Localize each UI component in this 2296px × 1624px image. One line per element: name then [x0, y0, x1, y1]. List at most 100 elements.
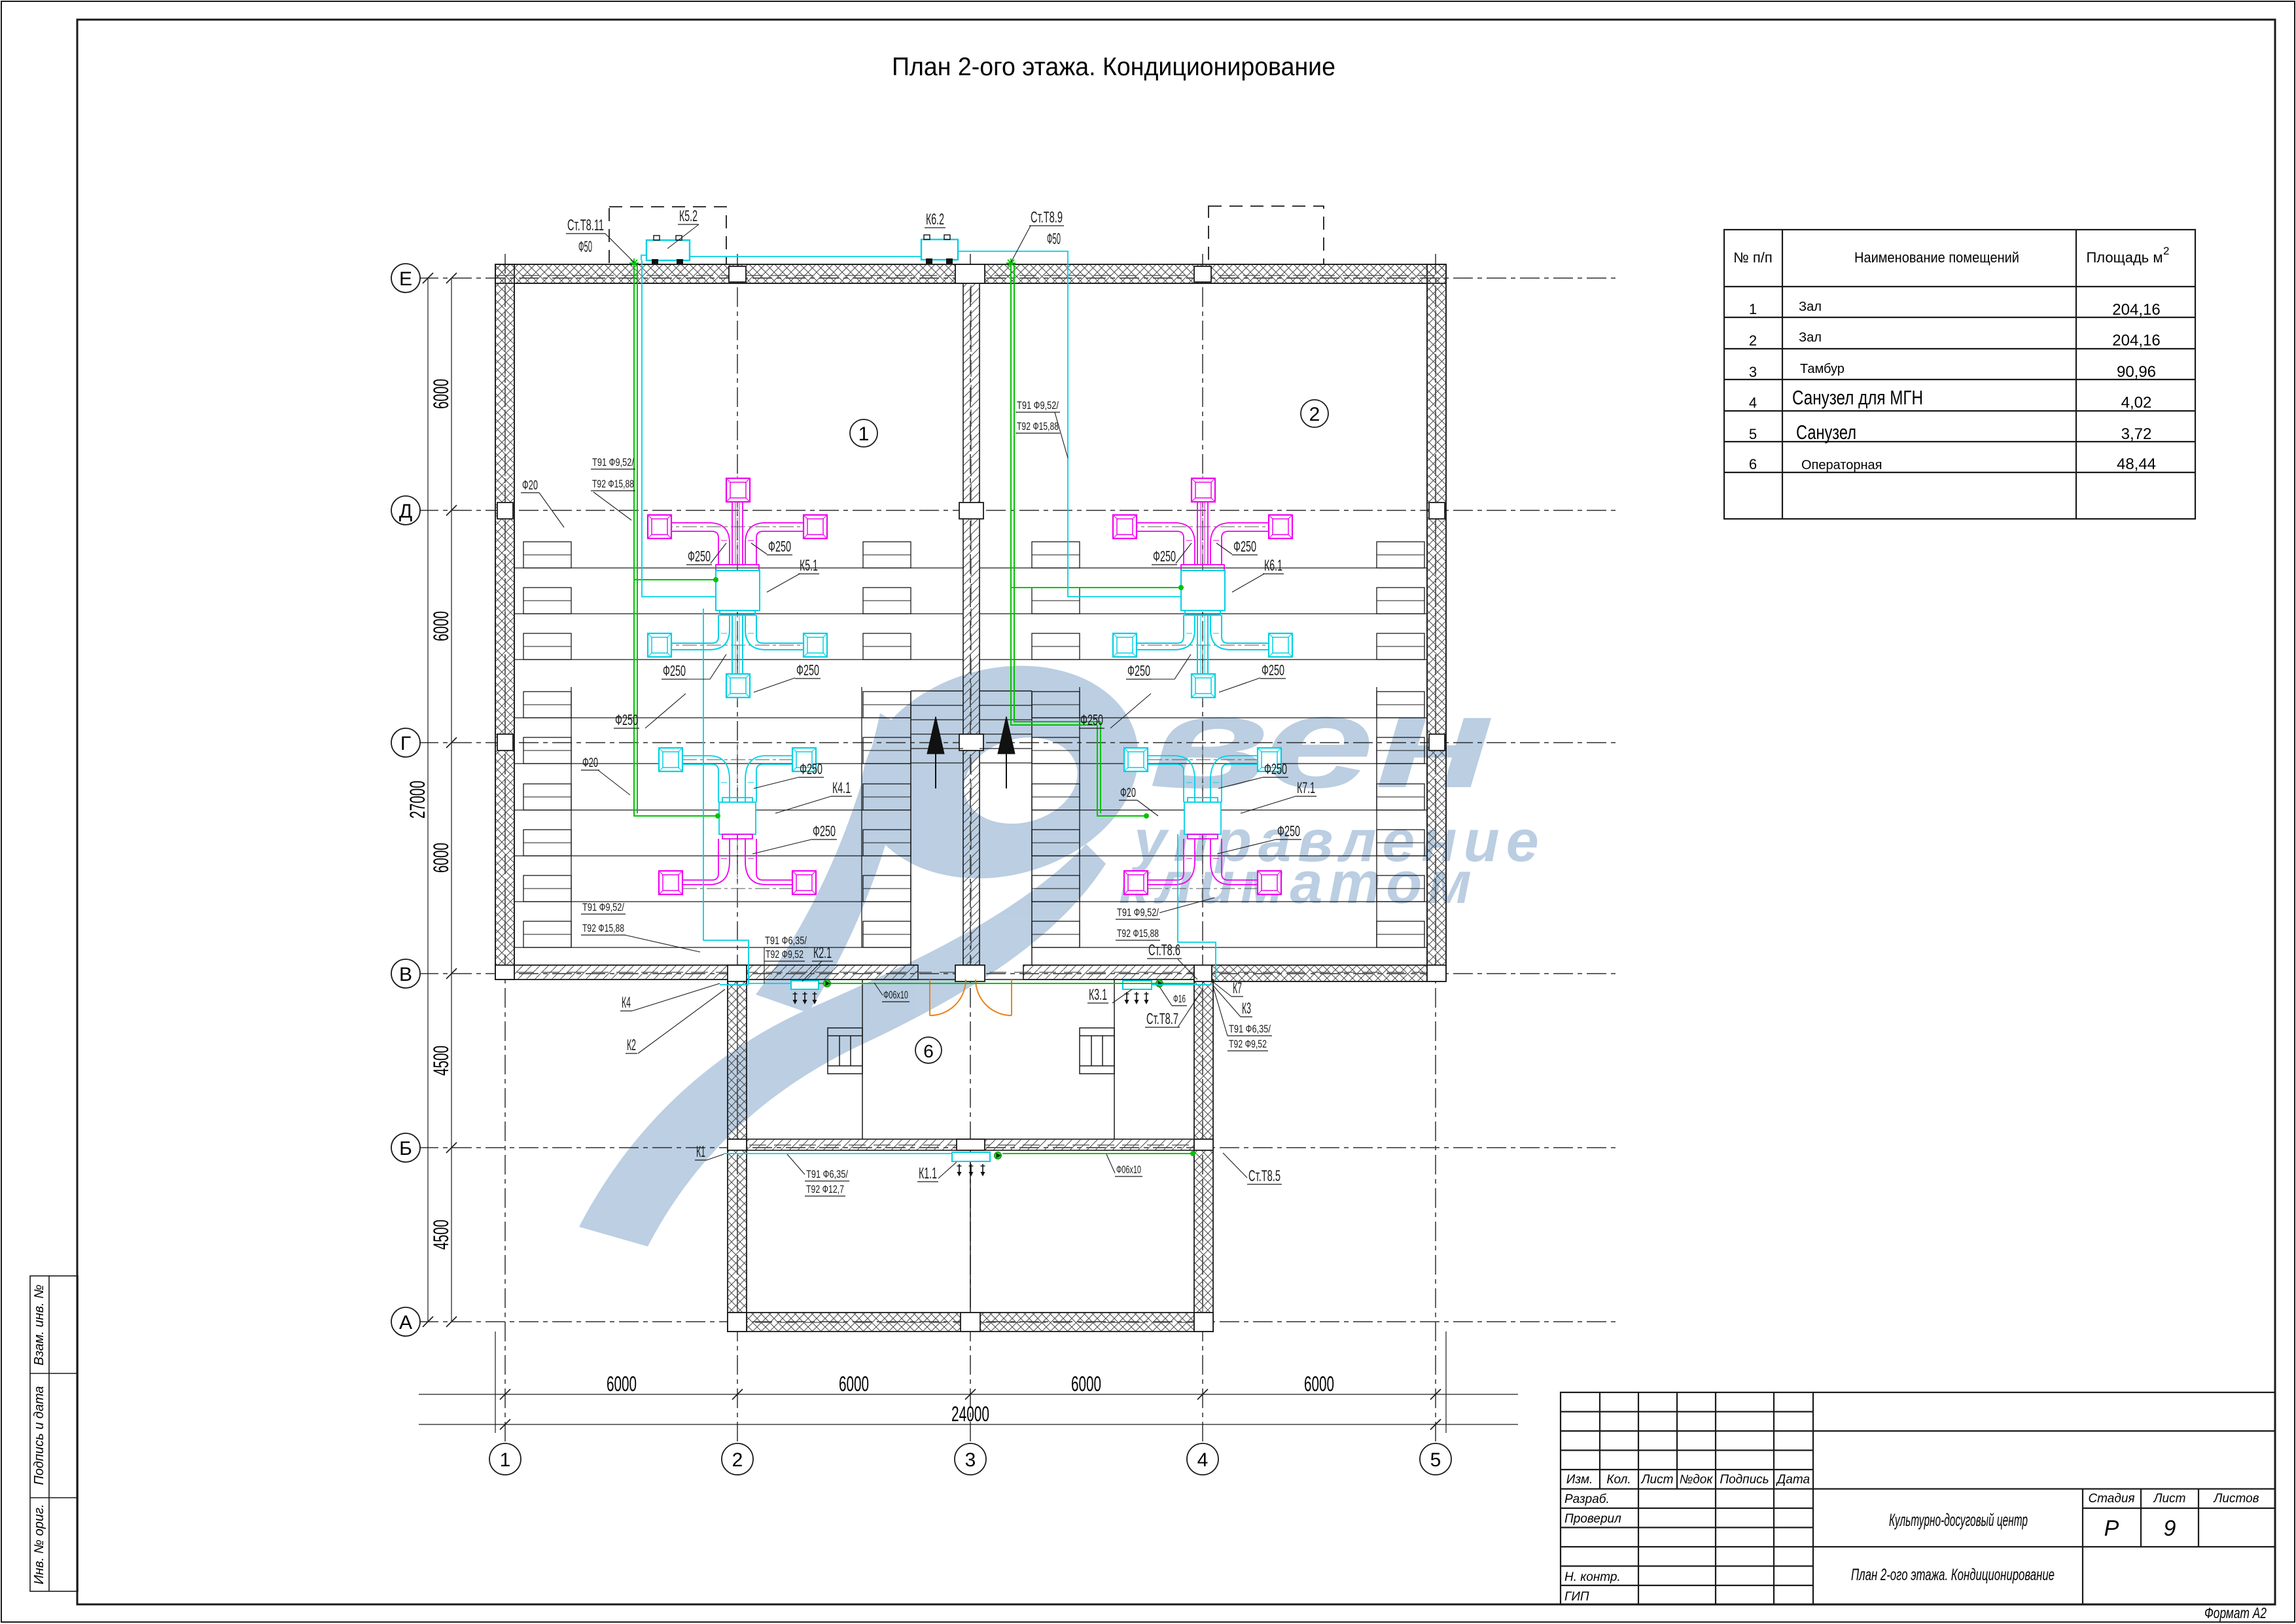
svg-text:Подпись и дата: Подпись и дата: [32, 1386, 46, 1485]
svg-text:Ф250: Ф250: [1127, 662, 1150, 679]
svg-text:6: 6: [923, 1041, 934, 1061]
svg-text:Операторная: Операторная: [1801, 458, 1882, 472]
svg-text:Тамбур: Тамбур: [1800, 362, 1845, 376]
svg-text:4,02: 4,02: [2121, 394, 2152, 412]
svg-text:Т91 Ф9,52/: Т91 Ф9,52/: [592, 456, 634, 468]
svg-text:Инв. № ориг.: Инв. № ориг.: [32, 1504, 46, 1585]
svg-text:К4.1: К4.1: [832, 779, 851, 797]
svg-text:Т92 Ф9,52: Т92 Ф9,52: [1229, 1038, 1267, 1050]
svg-text:К7.1: К7.1: [1297, 779, 1315, 797]
svg-text:Т91 Ф9,52/: Т91 Ф9,52/: [1117, 906, 1159, 919]
svg-text:6000: 6000: [1071, 1372, 1101, 1396]
svg-text:Т92 Ф15,88: Т92 Ф15,88: [582, 922, 624, 934]
svg-text:Дата: Дата: [1776, 1473, 1810, 1487]
svg-text:К6.2: К6.2: [926, 211, 944, 228]
svg-text:1: 1: [500, 1449, 511, 1471]
svg-text:К5.2: К5.2: [679, 207, 698, 225]
svg-text:Т91 Ф6,35/: Т91 Ф6,35/: [806, 1168, 848, 1180]
svg-text:К1.1: К1.1: [919, 1165, 937, 1182]
svg-text:План 2-ого этажа. Кондициониро: План 2-ого этажа. Кондиционирование: [1851, 1566, 2055, 1584]
svg-text:6000: 6000: [429, 843, 453, 873]
svg-text:Ст.Т8.11: Ст.Т8.11: [567, 217, 604, 234]
svg-text:Разраб.: Разраб.: [1564, 1492, 1610, 1506]
svg-text:Лист: Лист: [1640, 1473, 1674, 1487]
svg-text:3: 3: [965, 1449, 976, 1471]
svg-text:Ст.Т8.6: Ст.Т8.6: [1148, 942, 1180, 959]
svg-text:Ф250: Ф250: [1080, 711, 1103, 728]
svg-text:Ф250: Ф250: [1264, 760, 1287, 777]
svg-text:К7: К7: [1233, 980, 1242, 997]
svg-text:Т91 Ф6,35/: Т91 Ф6,35/: [765, 934, 807, 947]
svg-text:В: В: [399, 964, 412, 985]
svg-text:Листов: Листов: [2212, 1492, 2259, 1506]
svg-text:27000: 27000: [406, 781, 429, 819]
svg-text:К4: К4: [622, 994, 631, 1012]
svg-text:Ф06х10: Ф06х10: [1116, 1163, 1141, 1176]
svg-text:К3.1: К3.1: [1089, 986, 1107, 1004]
svg-text:Ф250: Ф250: [1277, 822, 1300, 839]
svg-text:48,44: 48,44: [2117, 455, 2156, 473]
svg-text:1: 1: [858, 423, 870, 445]
svg-text:Ф20: Ф20: [1120, 786, 1136, 800]
svg-text:К2: К2: [627, 1036, 636, 1054]
svg-text:К1: К1: [696, 1143, 705, 1161]
svg-text:Е: Е: [399, 268, 412, 290]
svg-text:Формат А2: Формат А2: [2204, 1604, 2267, 1621]
svg-text:Ф250: Ф250: [1153, 548, 1176, 565]
svg-text:2: 2: [1309, 404, 1320, 425]
svg-text:Ф250: Ф250: [800, 760, 822, 777]
svg-text:Санузел: Санузел: [1796, 421, 1856, 444]
svg-text:5: 5: [1749, 426, 1757, 442]
svg-text:4500: 4500: [429, 1046, 453, 1076]
svg-text:Проверил: Проверил: [1564, 1512, 1621, 1526]
svg-text:Т92 Ф15,88: Т92 Ф15,88: [1017, 420, 1059, 432]
svg-text:Т92 Ф15,88: Т92 Ф15,88: [592, 478, 634, 490]
svg-text:климатом: климатом: [1119, 851, 1477, 916]
svg-text:Зал: Зал: [1799, 330, 1822, 345]
svg-text:Ст.Т8.7: Ст.Т8.7: [1146, 1010, 1178, 1028]
svg-text:ГИП: ГИП: [1564, 1590, 1589, 1604]
svg-text:Ф250: Ф250: [768, 538, 791, 555]
svg-text:Взам. инв. №: Взам. инв. №: [32, 1284, 46, 1366]
svg-text:6000: 6000: [429, 379, 453, 409]
svg-text:Ф06х10: Ф06х10: [883, 989, 908, 1001]
svg-text:Изм.: Изм.: [1566, 1473, 1593, 1487]
svg-text:План 2-ого этажа. Кондициониро: План 2-ого этажа. Кондиционирование: [892, 53, 1335, 81]
svg-text:9: 9: [2164, 1516, 2176, 1541]
svg-text:Ф250: Ф250: [796, 662, 819, 679]
svg-text:6000: 6000: [607, 1372, 637, 1396]
svg-text:Лист: Лист: [2153, 1492, 2186, 1506]
svg-text:2: 2: [1749, 332, 1757, 349]
svg-text:Ф20: Ф20: [522, 478, 538, 493]
svg-text:Н. контр.: Н. контр.: [1564, 1570, 1621, 1584]
svg-text:6: 6: [1749, 456, 1757, 472]
svg-text:Г: Г: [400, 733, 411, 754]
svg-text:3: 3: [1749, 364, 1757, 380]
svg-text:204,16: 204,16: [2112, 301, 2160, 319]
svg-text:3,72: 3,72: [2121, 425, 2152, 443]
svg-text:5: 5: [1430, 1449, 1441, 1471]
svg-text:6000: 6000: [1304, 1372, 1334, 1396]
svg-text:2: 2: [732, 1449, 743, 1471]
svg-text:А: А: [399, 1312, 412, 1333]
svg-text:1: 1: [1749, 301, 1757, 317]
svg-text:Ф16: Ф16: [1173, 993, 1186, 1005]
svg-text:Ф50: Ф50: [1047, 230, 1061, 248]
svg-text:90,96: 90,96: [2117, 363, 2156, 381]
svg-text:Т92 Ф15,88: Т92 Ф15,88: [1117, 927, 1159, 940]
svg-text:Культурно-досуговый центр: Культурно-досуговый центр: [1889, 1510, 2028, 1530]
svg-text:Ф250: Ф250: [663, 662, 686, 679]
svg-text:Т91 Ф9,52/: Т91 Ф9,52/: [582, 901, 624, 913]
svg-text:Санузел для МГН: Санузел для МГН: [1792, 386, 1923, 409]
svg-text:Наименование помещений: Наименование помещений: [1854, 249, 2019, 266]
svg-text:Подпись: Подпись: [1720, 1473, 1769, 1487]
svg-text:Зал: Зал: [1799, 300, 1822, 314]
svg-text:24000: 24000: [951, 1402, 989, 1426]
svg-text:К3: К3: [1242, 1000, 1251, 1017]
svg-text:Ф250: Ф250: [1233, 538, 1256, 555]
svg-text:Б: Б: [399, 1138, 412, 1159]
svg-text:Стадия: Стадия: [2088, 1492, 2134, 1506]
svg-text:Площадь м: Площадь м: [2086, 249, 2163, 266]
svg-text:4: 4: [1197, 1449, 1209, 1471]
svg-text:Т91 Ф9,52/: Т91 Ф9,52/: [1017, 399, 1059, 412]
